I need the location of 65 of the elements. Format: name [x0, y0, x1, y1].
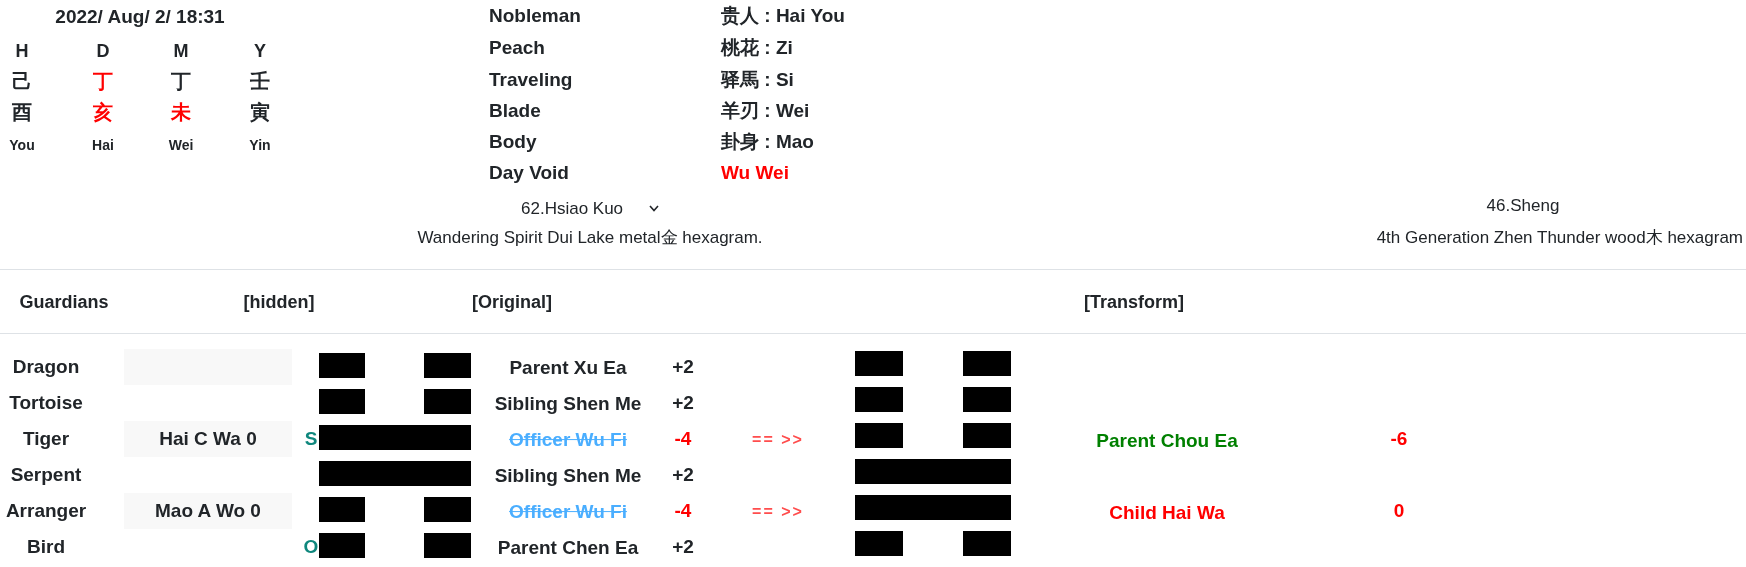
score-value: -4: [674, 428, 692, 450]
star-value: 驿馬 : Si: [721, 69, 794, 91]
column-header: D: [96, 40, 110, 62]
table-header: [Original]: [472, 291, 552, 313]
score-value: +2: [672, 356, 694, 378]
branch-name: Yin: [249, 136, 271, 154]
branch-name: Wei: [168, 136, 194, 154]
change-arrow-text: == >>: [752, 430, 804, 450]
changed-relation-text: Parent Chou Ea: [1096, 430, 1238, 452]
date-text: 2022/ Aug/ 2/ 18:31: [55, 6, 225, 28]
stem-character: 己: [12, 69, 32, 93]
changed-score-value: 0: [1393, 500, 1405, 522]
relation-text: Officer Wu Fi: [509, 429, 627, 451]
score-value: -4: [674, 500, 692, 522]
changed-relation-text: Child Hai Wa: [1109, 502, 1225, 524]
hexagram-description: Wandering Spirit Dui Lake metal金 hexagram.: [417, 228, 763, 248]
relation-text: Sibling Shen Me: [494, 393, 642, 415]
score-value: +2: [672, 464, 694, 486]
void-value: Wu Wei: [721, 162, 789, 184]
hidden-line-label: Hai C Wa 0: [124, 421, 292, 457]
guardian-name: Bird: [27, 536, 65, 558]
star-value: 桃花 : Zi: [721, 37, 793, 59]
table-header: [hidden]: [243, 291, 315, 313]
star-name: Body: [489, 131, 537, 153]
stem-character: 壬: [250, 69, 270, 93]
relation-text: Parent Chen Ea: [497, 537, 639, 559]
relation-text: Sibling Shen Me: [494, 465, 642, 487]
guardian-name: Tortoise: [9, 392, 83, 414]
guardian-name: Dragon: [12, 356, 80, 378]
star-value: 贵人 : Hai You: [721, 5, 845, 27]
table-header: Guardians: [19, 291, 109, 313]
hidden-line-label: Mao A Wo 0: [124, 493, 292, 529]
guardian-name: Tiger: [22, 428, 70, 450]
branch-character: 亥: [93, 100, 113, 124]
hexagram-description: 4th Generation Zhen Thunder wood木 hexagram: [1376, 228, 1743, 248]
star-name: Day Void: [489, 162, 569, 184]
score-value: +2: [672, 536, 694, 558]
star-name: Nobleman: [489, 5, 581, 27]
branch-name: You: [9, 136, 35, 154]
branch-name: Hai: [92, 136, 114, 154]
changed-score-value: -6: [1390, 428, 1408, 450]
relation-text: Officer Wu Fi: [509, 501, 627, 523]
line-marker: O: [303, 536, 319, 558]
hexagram-name: 62.Hsiao Kuo: [521, 199, 624, 219]
line-marker: S: [304, 428, 318, 450]
relation-text: Parent Xu Ea: [509, 357, 627, 379]
star-name: Traveling: [489, 69, 573, 91]
branch-character: 未: [171, 100, 191, 124]
column-header: M: [173, 40, 189, 62]
branch-character: 酉: [12, 100, 32, 124]
star-value: 卦身 : Mao: [721, 131, 814, 153]
stem-character: 丁: [93, 69, 113, 93]
table-header: [Transform]: [1084, 291, 1184, 313]
guardian-name: Serpent: [10, 464, 82, 486]
hexagram-name: 46.Sheng: [1486, 196, 1560, 216]
star-name: Blade: [489, 100, 541, 122]
change-arrow-text: == >>: [752, 502, 804, 522]
column-header: Y: [254, 40, 266, 62]
branch-character: 寅: [250, 100, 270, 124]
star-name: Peach: [489, 37, 545, 59]
column-header: H: [15, 40, 29, 62]
stem-character: 丁: [171, 69, 191, 93]
score-value: +2: [672, 392, 694, 414]
star-value: 羊刃 : Wei: [721, 100, 810, 122]
guardian-name: Arranger: [5, 500, 87, 522]
